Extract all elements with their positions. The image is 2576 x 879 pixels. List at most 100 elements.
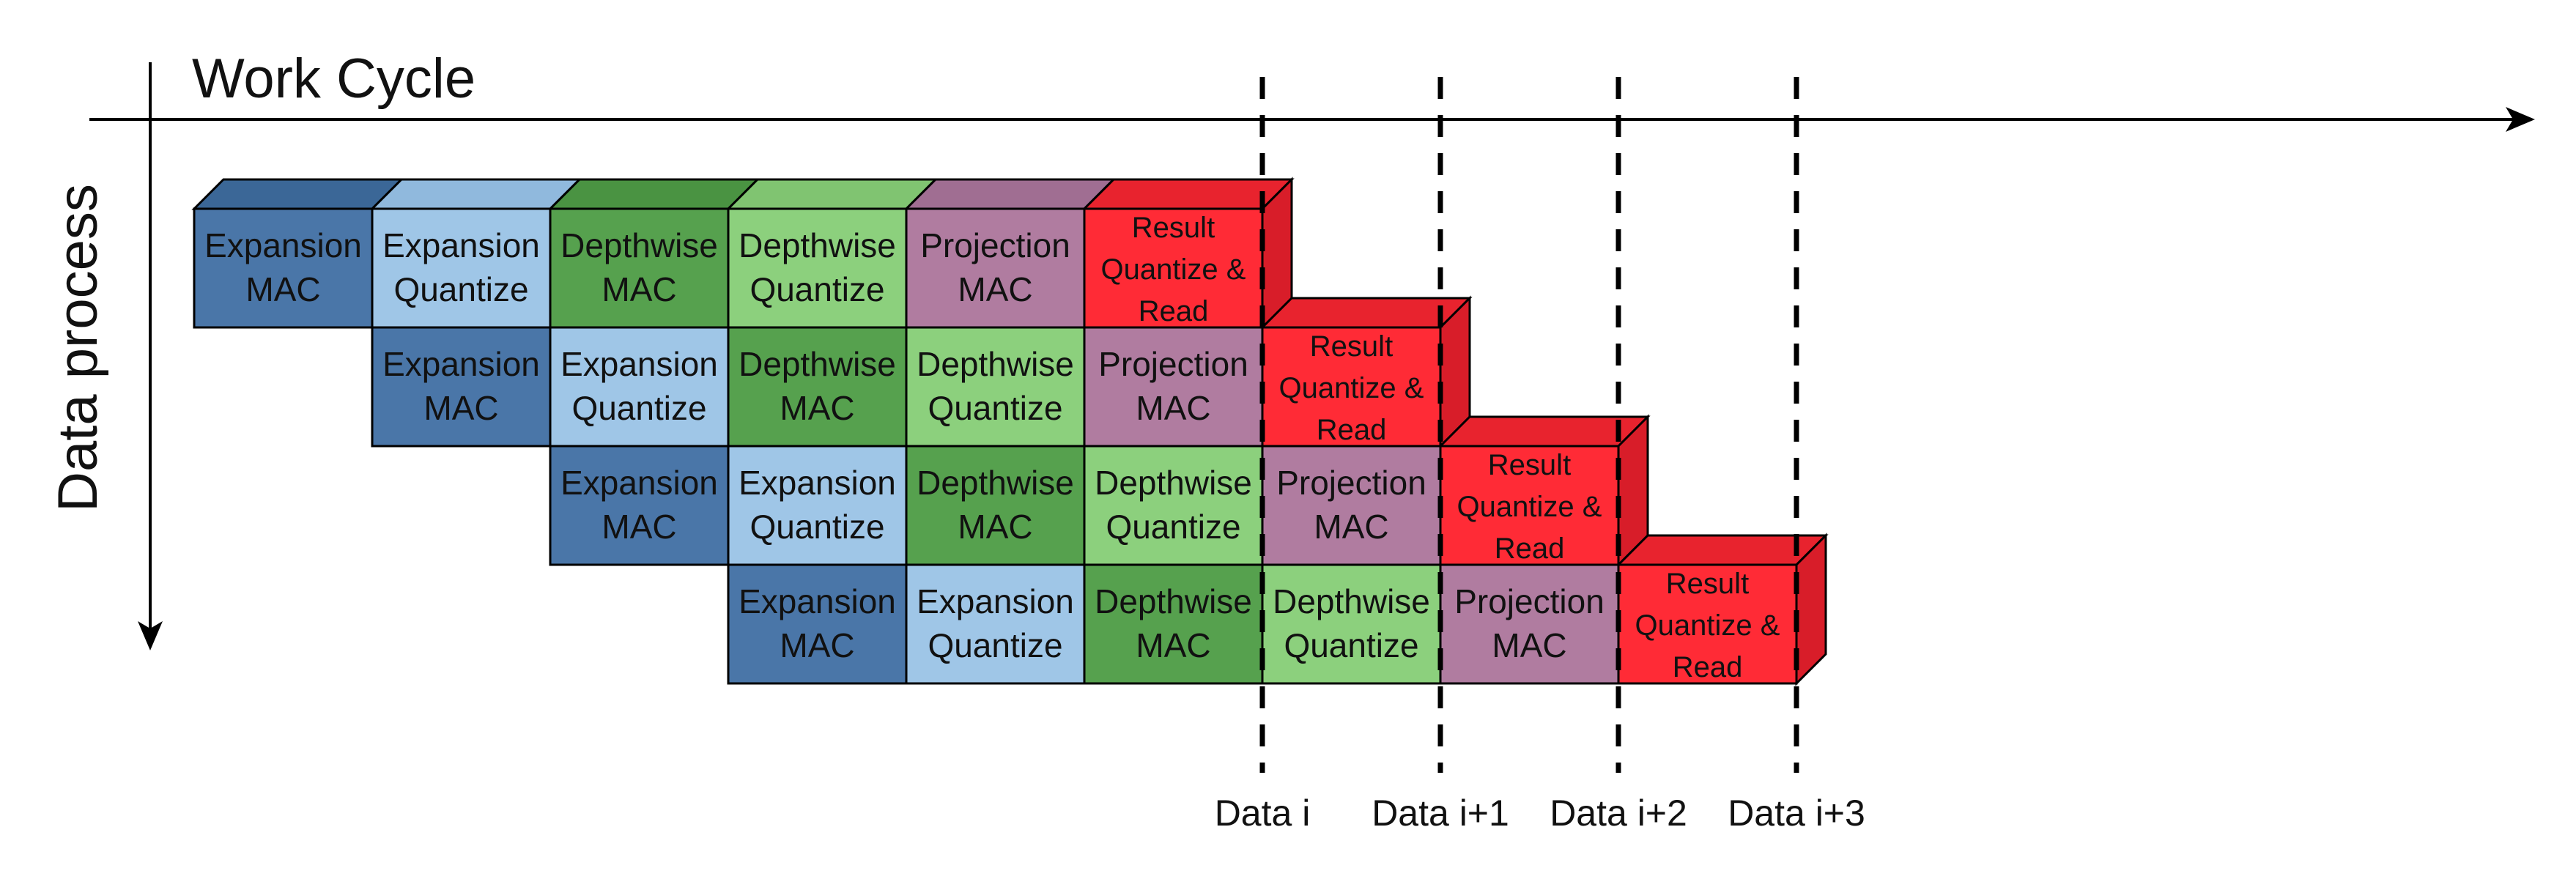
data-markers: Data i Data i+1 Data i+2 Data i+3 [1215,77,1865,834]
cell-front-face [905,563,1086,685]
cell-top-face [725,178,939,210]
cell-label-line: Quantize [393,270,528,308]
cell-label-line: MAC [958,508,1032,546]
cell-label-line: Projection [1454,582,1605,620]
cell-front-face [371,326,552,448]
cell-top-face [191,178,404,210]
axes: Work Cycle Data process [47,48,2535,650]
cell-label-line: Expansion [560,464,718,502]
cell-label-line: MAC [780,626,854,664]
cell-label-line: Depthwise [1273,582,1430,620]
cell-label-line: Depthwise [917,345,1074,383]
cell-top-face [903,178,1117,210]
cell-label-line: Quantize & [1279,372,1424,404]
data-marker: Data i+3 [1728,77,1865,834]
cell-label-line: Quantize [928,626,1062,664]
cell-label-line: Quantize & [1457,491,1602,523]
cell-front-face [1083,207,1264,329]
cell-label-line: MAC [602,508,676,546]
cell-label-line: Projection [1098,345,1248,383]
cell-front-face [1439,445,1620,566]
cell-label-line: MAC [1314,508,1388,546]
pipeline-cells: ExpansionMACExpansionQuantizeDepthwiseMA… [191,177,1829,686]
cell-label-line: Quantize [571,389,706,427]
cell-label-line: Quantize & [1101,253,1246,286]
marker-label: Data i+3 [1728,793,1865,834]
pipeline-row: ExpansionMACExpansionQuantizeDepthwiseMA… [191,177,1295,330]
pipeline-row: ExpansionMACExpansionQuantizeDepthwiseMA… [727,533,1829,686]
cell-label-line: Result [1488,449,1571,481]
cell-front-face [727,563,908,685]
cell-label-line: Expansion [382,345,540,383]
cell-label-line: Expansion [204,226,362,264]
cell-label-line: Quantize [928,389,1062,427]
cell-label-line: Expansion [917,582,1074,620]
pipeline-row: ExpansionMACExpansionQuantizeDepthwiseMA… [371,295,1473,449]
cell-front-face [549,326,730,448]
marker-label: Data i [1215,793,1311,834]
cell-label-line: Read [1139,295,1209,327]
cell-label-line: Quantize [750,508,884,546]
cell-label-line: Quantize & [1635,609,1780,642]
cell-front-face [727,207,908,329]
cell-label-line: Depthwise [739,226,896,264]
x-axis-title: Work Cycle [192,48,475,110]
cell-front-face [371,207,552,329]
cell-label-line: Expansion [560,345,718,383]
cell-label-line: Depthwise [1095,464,1252,502]
cell-label-line: MAC [423,389,498,427]
cell-label-line: MAC [602,270,676,308]
cell-front-face [1083,563,1264,685]
data-marker: Data i+2 [1550,77,1687,834]
cell-label-line: Projection [1276,464,1426,502]
cell-label-line: MAC [1136,626,1210,664]
data-marker: Data i [1215,77,1311,834]
marker-label: Data i+1 [1372,793,1509,834]
cell-label-line: Projection [920,226,1070,264]
cell-label-line: Expansion [739,464,896,502]
cell-label-line: Expansion [382,226,540,264]
cell-label-line: Depthwise [917,464,1074,502]
cell-label-line: Quantize [1284,626,1418,664]
cell-label-line: Read [1317,414,1387,446]
y-axis-title: Data process [47,184,109,512]
cell-label-line: MAC [1136,389,1210,427]
cell-front-face [1261,563,1442,685]
cell-label-line: Depthwise [739,345,896,383]
y-axis-arrowhead [138,621,163,650]
cell-front-face [727,326,908,448]
cell-label-line: Quantize [1106,508,1240,546]
x-axis-arrowhead [2506,107,2535,132]
cell-top-face [547,178,760,210]
cell-label-line: Depthwise [1095,582,1252,620]
cell-front-face [1261,445,1442,566]
marker-label: Data i+2 [1550,793,1687,834]
cell-label-line: Quantize [750,270,884,308]
cell-label-line: Read [1495,533,1565,565]
cell-label-line: Read [1673,651,1743,683]
cell-front-face [905,445,1086,566]
cell-front-face [905,207,1086,329]
cell-label-line: MAC [245,270,320,308]
